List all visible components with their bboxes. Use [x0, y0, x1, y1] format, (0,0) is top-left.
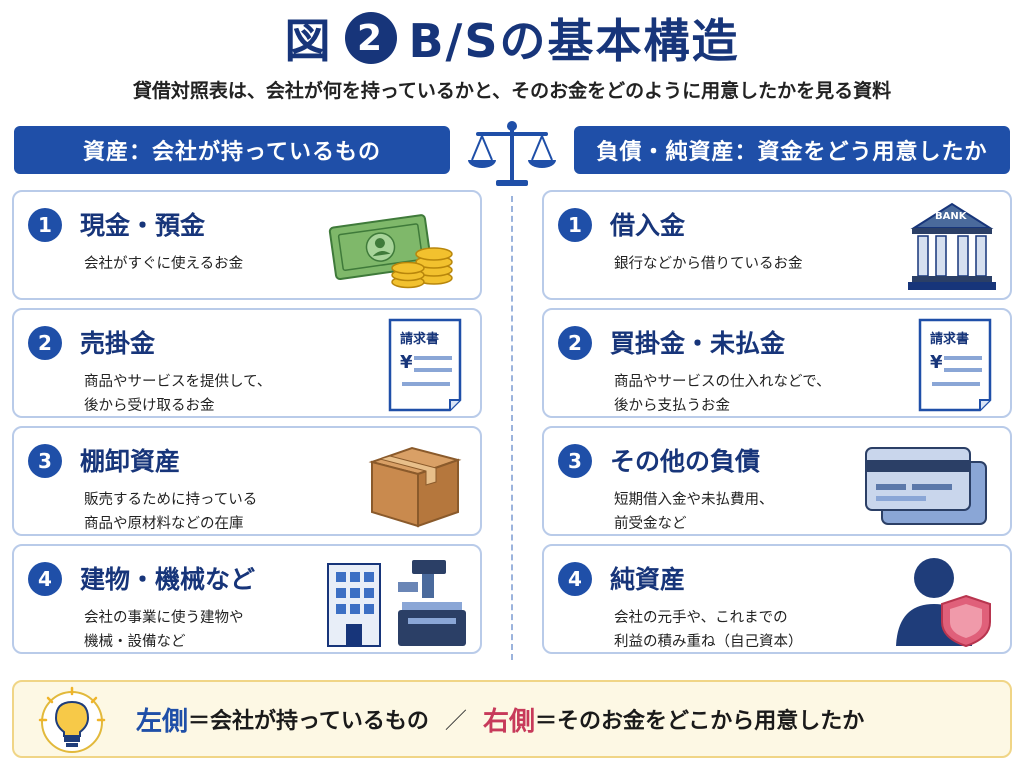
- left-side-text: ＝会社が持っているもの: [188, 709, 429, 734]
- item-description: 銀行などから借りているお金: [614, 256, 803, 272]
- item-description: 会社の事業に使う建物や 機械・設備など: [84, 610, 244, 650]
- item-description: 商品やサービスの仕入れなどで、 後から支払うお金: [614, 374, 831, 414]
- invoice-icon: 請求書 ¥: [848, 316, 998, 412]
- title-main: B/Sの基本構造: [408, 14, 740, 68]
- invoice-icon: 請求書 ¥: [318, 316, 468, 412]
- title-number-badge: 2: [344, 12, 397, 64]
- item-number-badge: 1: [28, 208, 62, 242]
- title-prefix: 図: [284, 14, 333, 68]
- person-shield-icon: [896, 558, 991, 648]
- lightbulb-icon: [38, 686, 106, 753]
- bank-label: BANK: [935, 211, 967, 222]
- invoice-label: 請求書: [930, 332, 970, 347]
- page-title: 図 2 B/Sの基本構造: [0, 8, 1024, 68]
- cardboard-box-icon: [368, 446, 462, 528]
- yen-symbol: ¥: [930, 352, 943, 373]
- item-title: 建物・機械など: [80, 565, 256, 594]
- item-description: 会社がすぐに使えるお金: [84, 256, 244, 272]
- asset-card-cash: 1 現金・預金 会社がすぐに使えるお金: [12, 190, 482, 300]
- item-number-badge: 3: [558, 444, 592, 478]
- cash-coins-icon: [328, 214, 453, 289]
- liability-card-other: 3 その他の負債 短期借入金や未払費用、 前受金など: [542, 426, 1012, 536]
- liabilities-header: 負債・純資産：資金をどう用意したか: [574, 126, 1010, 174]
- yen-symbol: ¥: [400, 352, 413, 373]
- item-number-badge: 1: [558, 208, 592, 242]
- item-title: 純資産: [610, 565, 686, 594]
- building-machine-icon: [327, 560, 466, 647]
- liability-card-payables: 2 買掛金・未払金 商品やサービスの仕入れなどで、 後から支払うお金 請求書 ¥: [542, 308, 1012, 418]
- asset-card-fixed-assets: 4 建物・機械など 会社の事業に使う建物や 機械・設備など: [12, 544, 482, 654]
- item-number-badge: 4: [28, 562, 62, 596]
- assets-header: 資産：会社が持っているもの: [14, 126, 450, 174]
- center-divider: [511, 196, 513, 660]
- item-description: 商品やサービスを提供して、 後から受け取るお金: [84, 374, 272, 414]
- item-title: その他の負債: [610, 447, 761, 476]
- item-number-badge: 2: [28, 326, 62, 360]
- item-number-badge: 2: [558, 326, 592, 360]
- invoice-label: 請求書: [400, 332, 440, 347]
- item-title: 借入金: [610, 211, 686, 240]
- item-description: 短期借入金や未払費用、 前受金など: [614, 492, 774, 532]
- asset-card-inventory: 3 棚卸資産 販売するために持っている 商品や原材料などの在庫: [12, 426, 482, 536]
- bank-icon: BANK: [848, 198, 998, 294]
- summary-text: 左側 ＝会社が持っているもの ／ 右側 ＝そのお金をどこから用意したか: [136, 682, 864, 756]
- left-side-key: 左側: [136, 706, 189, 737]
- page-subtitle: 貸借対照表は、会社が何を持っているかと、そのお金をどのように用意したかを見る資料: [132, 80, 892, 102]
- item-description: 会社の元手や、これまでの 利益の積み重ね（自己資本）: [614, 610, 803, 650]
- summary-footer: 左側 ＝会社が持っているもの ／ 右側 ＝そのお金をどこから用意したか: [12, 680, 1012, 758]
- item-description: 販売するために持っている 商品や原材料などの在庫: [84, 492, 258, 532]
- balance-scale-icon: [468, 121, 556, 186]
- item-title: 棚卸資産: [80, 447, 181, 476]
- item-title: 買掛金・未払金: [610, 329, 786, 358]
- item-number-badge: 3: [28, 444, 62, 478]
- item-number-badge: 4: [558, 562, 592, 596]
- liability-card-net-assets: 4 純資産 会社の元手や、これまでの 利益の積み重ね（自己資本）: [542, 544, 1012, 654]
- item-title: 売掛金: [80, 329, 156, 358]
- right-side-key: 右側: [482, 706, 535, 737]
- item-title: 現金・預金: [80, 211, 206, 240]
- liability-card-borrowings: 1 借入金 銀行などから借りているお金 BANK: [542, 190, 1012, 300]
- right-side-text: ＝そのお金をどこから用意したか: [534, 709, 865, 734]
- asset-card-receivables: 2 売掛金 商品やサービスを提供して、 後から受け取るお金 請求書 ¥: [12, 308, 482, 418]
- credit-card-icon: [865, 447, 987, 525]
- summary-separator: ／: [444, 709, 467, 734]
